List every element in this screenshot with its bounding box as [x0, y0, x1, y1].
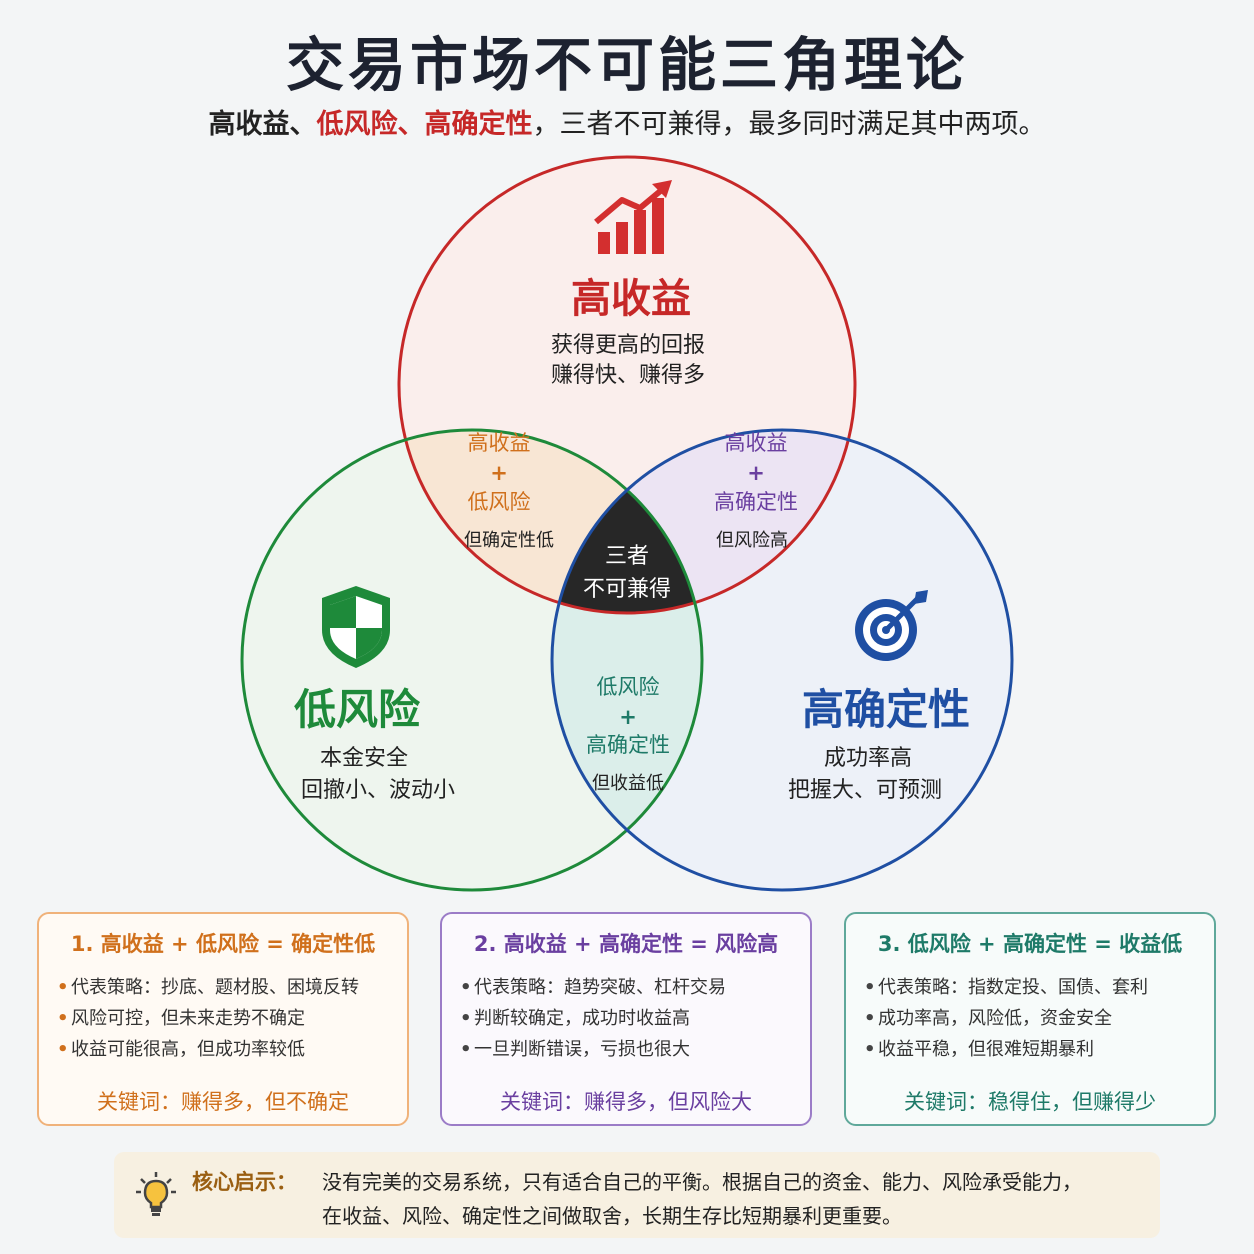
overlap-return-certainty-a: 高收益 — [725, 431, 788, 455]
list-item-text: 风险可控，但未来走势不确定 — [71, 1008, 305, 1029]
low-risk-circle-outline — [240, 428, 704, 892]
high-certainty-line1: 成功率高 — [824, 746, 912, 771]
overlap-risk-certainty-note: 但收益低 — [592, 773, 664, 794]
list-item-text: 成功率高，风险低，资金安全 — [878, 1008, 1112, 1029]
bullet: • — [864, 1008, 876, 1029]
core-insight-box: 核心启示： 没有完美的交易系统，只有适合自己的平衡。根据自己的资金、能力、风险承… — [114, 1152, 1160, 1238]
list-item: •收益可能很高，但成功率较低 — [57, 1034, 397, 1065]
insight-text-line1: 没有完美的交易系统，只有适合自己的平衡。根据自己的资金、能力、风险承受能力， — [322, 1170, 1082, 1194]
page-title: 交易市场不可能三角理论 — [285, 31, 968, 99]
list-item: •代表策略：指数定投、国债、套利 — [864, 972, 1204, 1003]
card-keyword: 关键词：稳得住，但赚得少 — [904, 1090, 1156, 1114]
high-return-circle-outline — [397, 155, 857, 615]
overlap-return-risk-plus: + — [490, 461, 508, 485]
high-certainty-title: 高确定性 — [802, 685, 970, 734]
card-keyword: 关键词：赚得多，但风险大 — [500, 1090, 752, 1114]
overlap-risk-certainty-a: 低风险 — [597, 675, 660, 699]
list-item-text: 代表策略：趋势突破、杠杆交易 — [474, 977, 726, 998]
card-return-risk: 1. 高收益 + 低风险 = 确定性低 •代表策略：抄底、题材股、困境反转 •风… — [37, 912, 409, 1126]
page-subtitle: 高收益、低风险、高确定性，三者不可兼得，最多同时满足其中两项。 — [0, 102, 1254, 141]
card-risk-certainty: 3. 低风险 + 高确定性 = 收益低 •代表策略：指数定投、国债、套利 •成功… — [844, 912, 1216, 1126]
center-line1: 三者 — [605, 544, 649, 569]
center-line2: 不可兼得 — [583, 577, 671, 602]
overlap-return-certainty-note: 但风险高 — [716, 530, 788, 551]
subtitle-part2: 低风险、高确定性 — [316, 109, 533, 140]
card-title: 1. 高收益 + 低风险 = 确定性低 — [70, 932, 376, 956]
venn-diagram: 高收益 获得更高的回报 赚得快、赚得多 低风险 本金安全 回撤小、波动小 高确定… — [240, 155, 1014, 892]
overlap-return-risk-note: 但确定性低 — [464, 530, 554, 551]
card-title: 3. 低风险 + 高确定性 = 收益低 — [877, 932, 1183, 956]
card-list: •代表策略：趋势突破、杠杆交易 •判断较确定，成功时收益高 •一旦判断错误，亏损… — [460, 972, 800, 1065]
insight-text-line2: 在收益、风险、确定性之间做取舍，长期生存比短期暴利更重要。 — [322, 1204, 902, 1228]
insight-label: 核心启示： — [192, 1170, 297, 1194]
card-return-certainty: 2. 高收益 + 高确定性 = 风险高 •代表策略：趋势突破、杠杆交易 •判断较… — [440, 912, 812, 1126]
subtitle-part3: ，三者不可兼得，最多同时满足其中两项。 — [532, 109, 1046, 140]
bullet: • — [460, 1039, 472, 1060]
high-return-title: 高收益 — [571, 276, 691, 322]
low-risk-line2: 回撤小、波动小 — [301, 778, 455, 803]
rising-bar-chart-icon — [594, 180, 672, 254]
overlap-return-certainty-b: 高确定性 — [714, 490, 798, 514]
overlap-risk-certainty-plus: + — [619, 705, 637, 729]
list-item: •风险可控，但未来走势不确定 — [57, 1003, 397, 1034]
list-item: •判断较确定，成功时收益高 — [460, 1003, 800, 1034]
card-list: •代表策略：指数定投、国债、套利 •成功率高，风险低，资金安全 •收益平稳，但很… — [864, 972, 1204, 1065]
list-item-text: 判断较确定，成功时收益高 — [474, 1008, 690, 1029]
list-item-text: 一旦判断错误，亏损也很大 — [474, 1039, 690, 1060]
high-return-line1: 获得更高的回报 — [551, 333, 705, 358]
list-item: •收益平稳，但很难短期暴利 — [864, 1034, 1204, 1065]
overlap-risk-certainty-b: 高确定性 — [586, 733, 670, 757]
overlap-return-risk-a: 高收益 — [468, 431, 531, 455]
bullet: • — [57, 977, 69, 998]
list-item: •成功率高，风险低，资金安全 — [864, 1003, 1204, 1034]
list-item: •代表策略：趋势突破、杠杆交易 — [460, 972, 800, 1003]
list-item-text: 收益可能很高，但成功率较低 — [71, 1039, 305, 1060]
low-risk-line1: 本金安全 — [320, 746, 408, 771]
card-list: •代表策略：抄底、题材股、困境反转 •风险可控，但未来走势不确定 •收益可能很高… — [57, 972, 397, 1065]
card-keyword: 关键词：赚得多，但不确定 — [97, 1090, 349, 1114]
bullet: • — [460, 1008, 472, 1029]
overlap-return-certainty-plus: + — [747, 461, 765, 485]
list-item: •一旦判断错误，亏损也很大 — [460, 1034, 800, 1065]
high-certainty-circle-outline — [550, 428, 1014, 892]
lightbulb-icon — [136, 1172, 176, 1216]
high-return-line2: 赚得快、赚得多 — [551, 363, 705, 388]
bullet: • — [57, 1039, 69, 1060]
list-item: •代表策略：抄底、题材股、困境反转 — [57, 972, 397, 1003]
overlap-return-risk-b: 低风险 — [468, 490, 531, 514]
bullet: • — [460, 977, 472, 998]
list-item-text: 代表策略：抄底、题材股、困境反转 — [71, 977, 359, 998]
shield-icon — [322, 586, 390, 668]
bullet: • — [57, 1008, 69, 1029]
subtitle-part1: 高收益、 — [208, 109, 317, 140]
card-title: 2. 高收益 + 高确定性 = 风险高 — [473, 932, 779, 956]
list-item-text: 代表策略：指数定投、国债、套利 — [878, 977, 1148, 998]
bullet: • — [864, 1039, 876, 1060]
list-item-text: 收益平稳，但很难短期暴利 — [878, 1039, 1094, 1060]
target-icon — [855, 590, 928, 661]
low-risk-title: 低风险 — [294, 685, 421, 734]
high-certainty-line2: 把握大、可预测 — [788, 778, 942, 803]
bullet: • — [864, 977, 876, 998]
